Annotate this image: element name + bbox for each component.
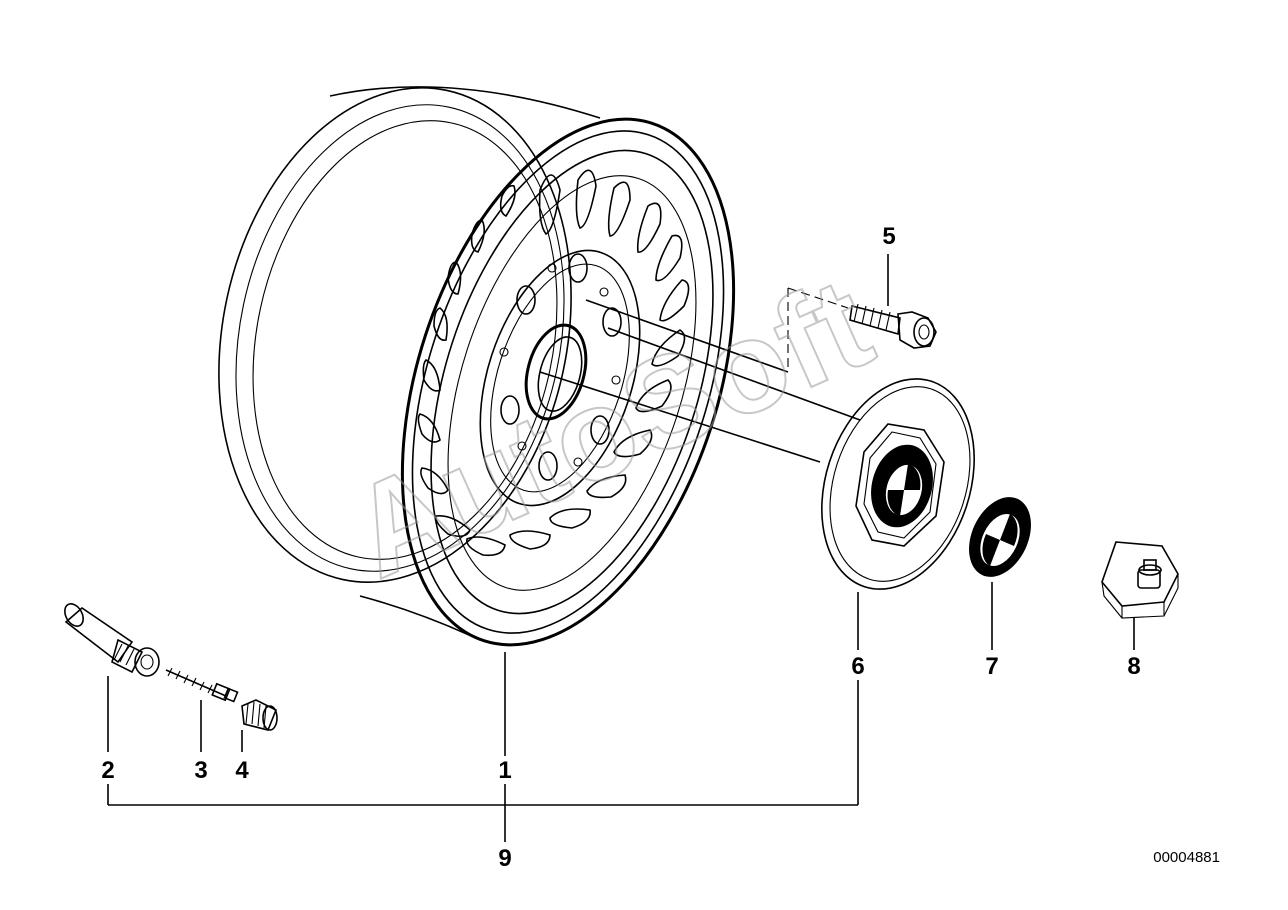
bolt-axis-dashed-line xyxy=(787,287,849,309)
emblem-badge xyxy=(969,497,1031,577)
callout-7: 7 xyxy=(985,653,998,680)
wheel-bolt xyxy=(849,303,937,349)
watermark: AutoSoft xyxy=(330,249,891,606)
callout-5: 5 xyxy=(882,223,895,250)
callout-2: 2 xyxy=(101,757,114,784)
callout-6: 6 xyxy=(851,653,864,680)
hub-cap xyxy=(821,378,975,590)
alloy-wheel xyxy=(218,86,736,647)
callout-9: 9 xyxy=(498,845,511,872)
callout-3: 3 xyxy=(194,757,207,784)
callout-leader-lines xyxy=(107,254,1135,842)
hub-cap-roundel xyxy=(871,444,933,528)
document-number: 00004881 xyxy=(1153,849,1220,866)
callout-4: 4 xyxy=(235,757,249,784)
valve-cap xyxy=(241,699,278,731)
assembly-lines xyxy=(539,299,861,463)
wheel-spoke-slots xyxy=(417,169,690,557)
wheel-bolt-holes xyxy=(499,253,622,481)
hex-nut xyxy=(1101,541,1179,619)
valve-stem xyxy=(64,603,160,677)
callout-1: 1 xyxy=(498,757,511,784)
valve-core xyxy=(165,667,239,703)
callout-8: 8 xyxy=(1127,653,1140,680)
